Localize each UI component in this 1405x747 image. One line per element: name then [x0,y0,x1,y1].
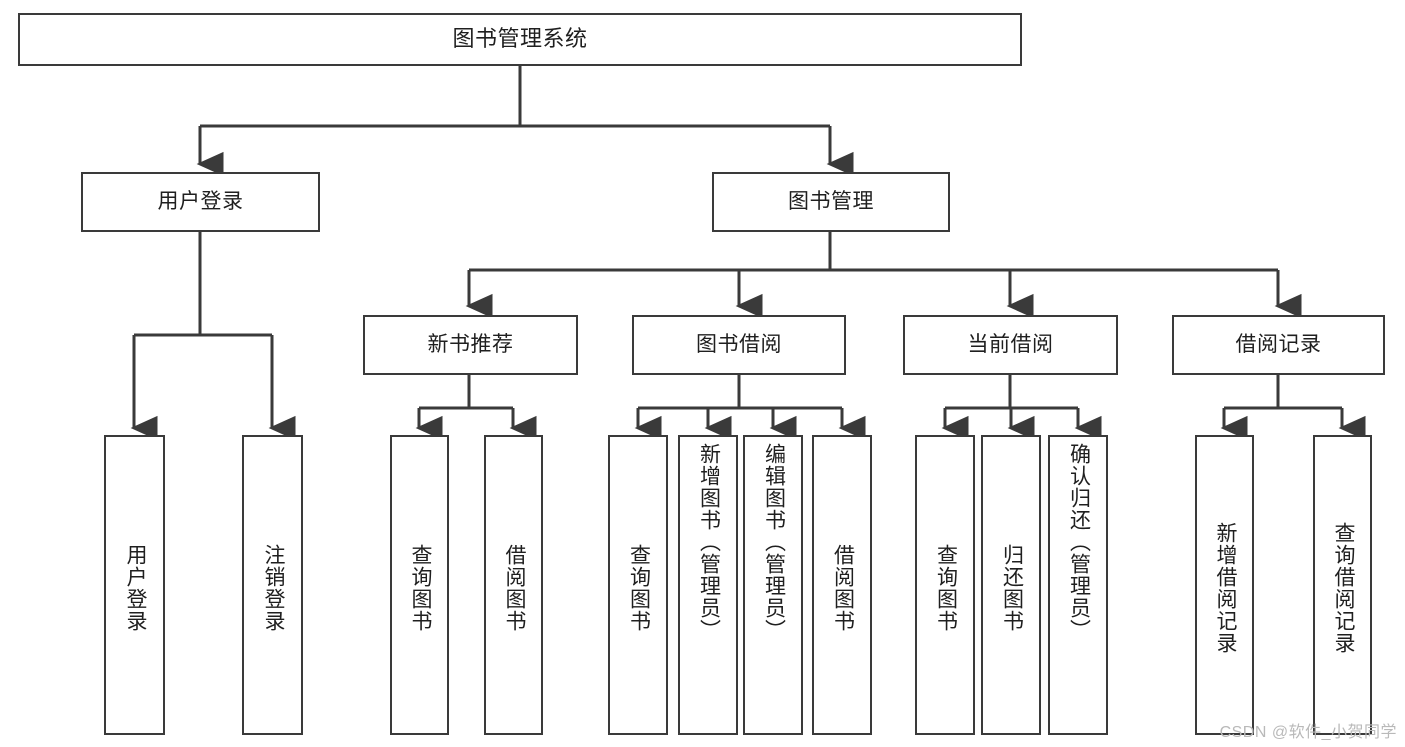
leaf-current-borrow-2[interactable]: 归还图书 [981,435,1041,735]
node-label: 新书推荐 [427,333,514,357]
watermark-label: CSDN @软件_小贺同学 [1219,724,1397,741]
node-label: 图书借阅 [696,333,782,357]
leaf-book-borrow-4[interactable]: 借阅图书 [812,435,872,735]
leaf-borrow-record-2[interactable]: 查询借阅记录 [1313,435,1372,735]
leaf-label: 确认归还（管理员） [1067,443,1091,641]
leaf-label: 查询图书 [408,544,432,632]
node-new-book-recommend[interactable]: 新书推荐 [363,315,578,375]
node-book-management-system[interactable]: 图书管理系统 [18,13,1022,66]
leaf-book-borrow-1[interactable]: 查询图书 [608,435,668,735]
node-label: 图书管理 [788,190,874,214]
leaf-label: 新增借阅记录 [1213,522,1237,654]
leaf-user-login-1[interactable]: 用户登录 [104,435,165,735]
leaf-current-borrow-1[interactable]: 查询图书 [915,435,975,735]
node-book-borrow[interactable]: 图书借阅 [632,315,846,375]
node-user-login[interactable]: 用户登录 [81,172,320,232]
leaf-book-borrow-3[interactable]: 编辑图书（管理员） [743,435,803,735]
node-current-borrow[interactable]: 当前借阅 [903,315,1118,375]
leaf-user-login-2[interactable]: 注销登录 [242,435,303,735]
node-book-management[interactable]: 图书管理 [712,172,950,232]
leaf-label: 借阅图书 [831,544,855,632]
leaf-label: 查询图书 [934,544,958,632]
leaf-label: 归还图书 [1000,544,1024,632]
leaf-label: 新增图书（管理员） [697,443,721,641]
leaf-label: 注销登录 [261,544,285,632]
leaf-label: 用户登录 [123,544,147,632]
leaf-new-book-recommend-1[interactable]: 查询图书 [390,435,449,735]
leaf-new-book-recommend-2[interactable]: 借阅图书 [484,435,543,735]
node-label: 当前借阅 [967,333,1054,357]
leaf-label: 查询借阅记录 [1331,522,1355,654]
leaf-label: 查询图书 [627,544,651,632]
node-label: 图书管理系统 [452,26,588,52]
leaf-label: 借阅图书 [502,544,526,632]
leaf-current-borrow-3[interactable]: 确认归还（管理员） [1048,435,1108,735]
node-label: 借阅记录 [1235,333,1322,357]
node-label: 用户登录 [157,190,244,214]
leaf-book-borrow-2[interactable]: 新增图书（管理员） [678,435,738,735]
leaf-label: 编辑图书（管理员） [762,443,786,641]
leaf-borrow-record-1[interactable]: 新增借阅记录 [1195,435,1254,735]
node-borrow-record[interactable]: 借阅记录 [1172,315,1385,375]
